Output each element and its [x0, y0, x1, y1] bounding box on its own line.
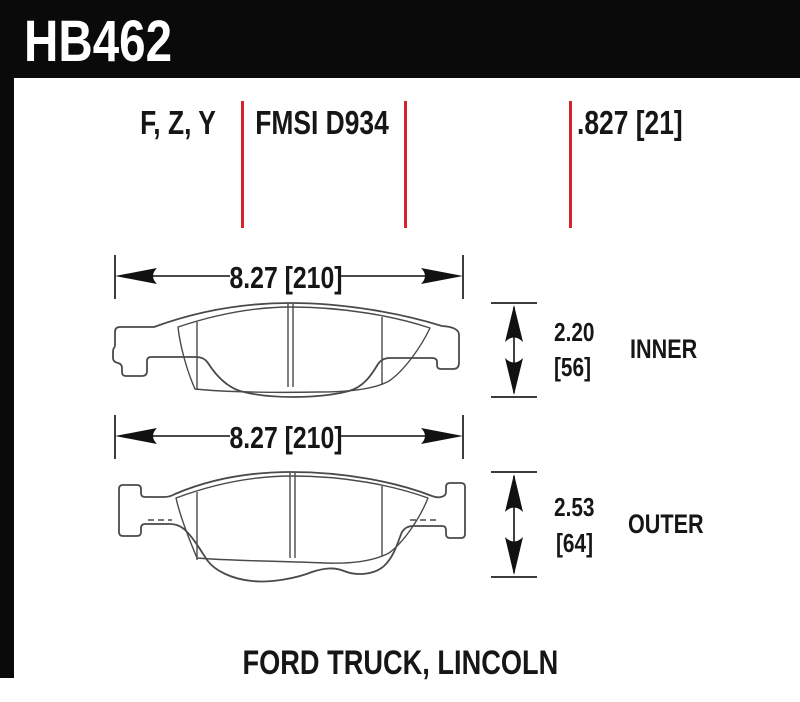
- filmstrip-left-border: [0, 78, 14, 678]
- arrowhead-left-icon: [115, 428, 157, 444]
- part-number: HB462: [24, 9, 173, 74]
- outer-pad-friction-surface: [175, 475, 429, 564]
- arrowhead-up-icon: [505, 474, 523, 512]
- inner-height-dimension: [491, 302, 537, 398]
- outer-height-in: 2.53: [554, 492, 595, 522]
- outer-pad-drawing: [118, 471, 466, 583]
- outer-width-value: 8.27 [210]: [229, 420, 343, 455]
- arrowhead-left-icon: [115, 268, 157, 284]
- inner-height-in: 2.20: [554, 317, 595, 347]
- outer-pad-backing-plate: [118, 471, 466, 583]
- red-divider-3: [569, 101, 572, 228]
- inner-pad-label: INNER: [630, 334, 698, 364]
- vehicle-application: FORD TRUCK, LINCOLN: [242, 644, 558, 682]
- part-number-banner: HB462: [0, 0, 800, 78]
- compound-codes: F, Z, Y: [140, 104, 216, 141]
- inner-pad-drawing: [112, 302, 460, 398]
- arrowhead-down-icon: [505, 537, 523, 575]
- inner-width-dimension: [114, 255, 464, 299]
- arrowhead-right-icon: [421, 268, 463, 284]
- outer-height-dimension: [491, 471, 537, 578]
- inner-width-value: 8.27 [210]: [229, 260, 343, 295]
- pad-thickness: .827 [21]: [577, 104, 683, 141]
- outer-height-mm: [64]: [556, 528, 593, 558]
- red-divider-1: [241, 101, 244, 228]
- arrowhead-down-icon: [505, 358, 523, 395]
- red-divider-2: [404, 101, 407, 228]
- outer-width-dimension: [114, 415, 464, 459]
- fmsi-number: FMSI D934: [255, 104, 389, 141]
- inner-height-mm: [56]: [554, 352, 591, 382]
- outer-pad-label: OUTER: [628, 509, 704, 539]
- inner-pad-backing-plate: [112, 302, 460, 398]
- arrowhead-up-icon: [505, 305, 523, 342]
- arrowhead-right-icon: [421, 428, 463, 444]
